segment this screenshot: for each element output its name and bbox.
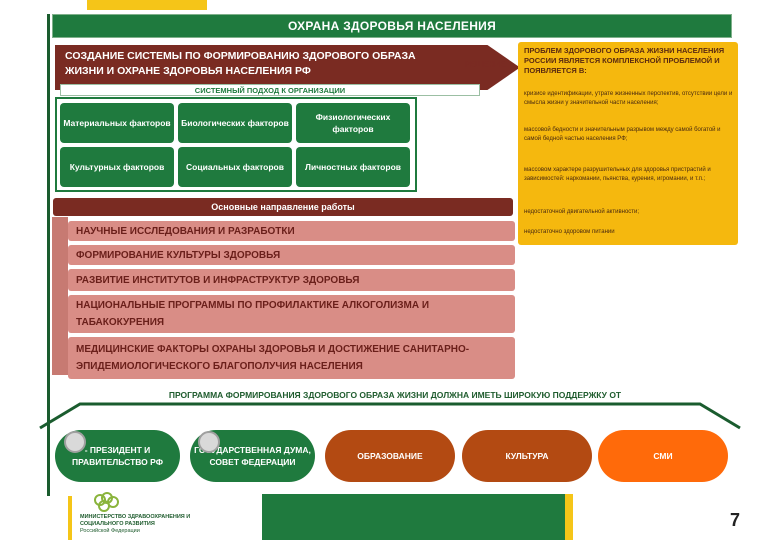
problem-item: кризисе идентификации, утрате жизненных … [524,91,733,106]
header-arrow-text: Создание системы по формированию здорово… [65,50,416,77]
footer-green-block [262,494,572,540]
support-text: Программа формирования здорового образа … [168,390,622,400]
direction-label: Медицинские факторы охраны здоровья и до… [76,344,470,372]
problem-panel [518,42,738,245]
factor-biological: Биологических факторов [178,103,292,143]
top-accent-bar [87,0,207,10]
factor-personal: Личностных факторов [296,147,410,187]
problem-heading: Проблем здорового образа жизни населения… [524,46,725,75]
ministry-logo-icon [94,492,119,512]
supporter-education: Образование [325,430,455,482]
problem-item: недостаточно здоровом питании [524,229,615,235]
footer-yellow-block [565,494,573,540]
supporter-president: - Президент и Правительство РФ [55,430,180,482]
directions-left-bar [52,217,68,375]
logo-text: Министерство здравоохранения и социально… [80,514,230,535]
approach-label: Системный подход к организации [194,85,346,95]
direction-item: Национальные программы по профилактике а… [68,295,515,333]
direction-label: Формирование культуры здоровья [76,249,281,261]
supporter-label: СМИ [653,451,673,461]
factor-social: Социальных факторов [178,147,292,187]
supporter-label: Образование [357,451,423,461]
direction-item: Формирование культуры здоровья [68,245,515,265]
header-arrow [55,45,520,90]
direction-item: Научные исследования и разработки [68,221,515,241]
factor-material: Материальных факторов [60,103,174,143]
supporter-label: - Президент и Правительство РФ [72,445,163,467]
factor-cultural: Культурных факторов [60,147,174,187]
footer-accent [68,496,72,540]
problem-item: недостаточной двигательной активности; [524,209,640,215]
supporter-label: Культура [505,451,549,461]
problem-item: массовой бедности и значительным разрыво… [524,127,721,142]
direction-label: Развитие институтов и инфраструктур здор… [76,274,360,286]
direction-label: Научные исследования и разработки [76,225,295,237]
problem-item: массовом характере разрушительных для зд… [524,167,711,182]
circle-icon [198,431,220,453]
circle-icon [64,431,86,453]
support-curve [39,402,741,430]
logo-title: Министерство здравоохранения и социально… [80,514,191,527]
supporter-media: СМИ [598,430,728,482]
supporter-label: Государственная Дума, Совет Федерации [194,445,311,467]
title-bar: Охрана здоровья населения [52,14,732,38]
directions-band: Основные направление работы [53,198,513,216]
directions-title: Основные направление работы [211,202,355,212]
decision-label: решение [464,60,506,69]
factor-physiological: Физиологических факторов [296,103,410,143]
logo-subtitle: Российской Федерации [80,528,140,534]
direction-item: Медицинские факторы охраны здоровья и до… [68,337,515,379]
approach-band: Системный подход к организации [60,84,480,96]
page-number: 7 [730,510,741,530]
supporter-culture: Культура [462,430,592,482]
page-title: Охрана здоровья населения [287,19,497,33]
direction-item: Развитие институтов и инфраструктур здор… [68,269,515,291]
direction-label: Национальные программы по профилактике а… [76,300,430,328]
left-border-line [47,14,50,496]
